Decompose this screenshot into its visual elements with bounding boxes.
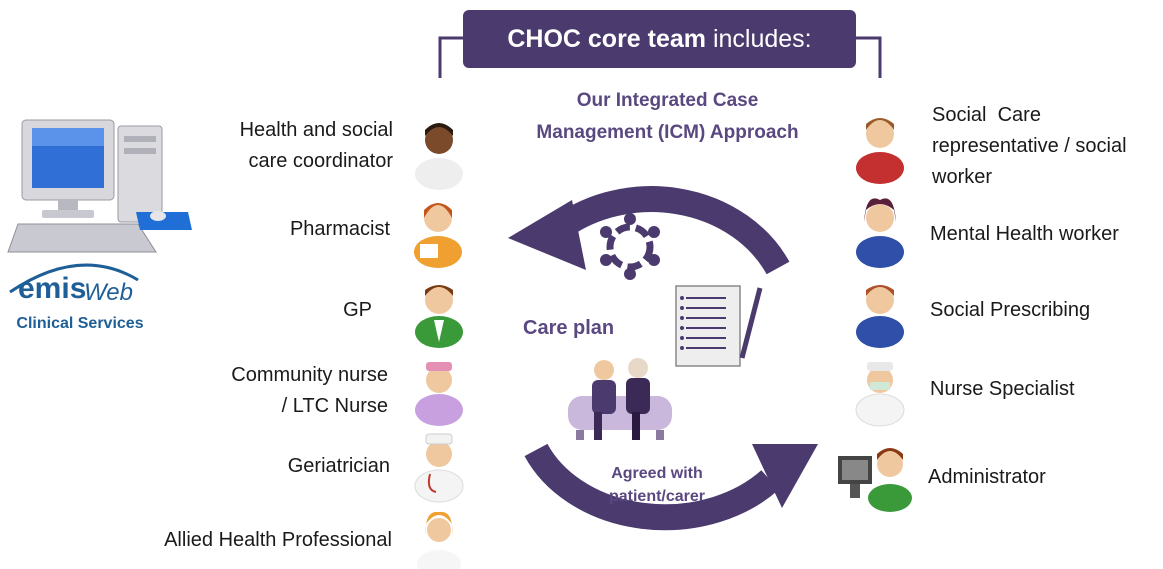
checklist-icon — [675, 285, 763, 367]
social-care-representative-icon — [856, 118, 904, 184]
pharmacist-icon — [414, 203, 462, 268]
agreed-line-2: patient/carer — [608, 488, 706, 505]
care-plan-label: Care plan — [523, 317, 615, 339]
agreed-with-label: Agreed with patient/carer — [592, 462, 722, 508]
role-line: Social Care — [932, 104, 1041, 126]
emis-web-logo: emis Web — [9, 250, 150, 310]
computer-icon — [7, 119, 192, 253]
emis-logo-web: Web — [84, 279, 133, 306]
header-bracket — [438, 36, 882, 78]
header-title-rest: includes: — [706, 25, 812, 53]
role-line: Pharmacist — [289, 218, 390, 240]
header-title-bold: CHOC core team — [507, 25, 707, 53]
role-line: care coordinator — [248, 150, 393, 172]
team-collaboration-icon — [600, 213, 660, 280]
emis-caption: Clinical Services — [16, 315, 144, 332]
role-line: Geriatrician — [287, 455, 390, 477]
role-allied-health-professional: Allied Health Professional — [100, 525, 392, 556]
role-social-prescribing: Social Prescribing — [930, 295, 1150, 326]
allied-health-professional-icon — [417, 511, 461, 569]
role-geriatrician: Geriatrician — [150, 451, 390, 482]
core-team-header: CHOC core team includes: — [463, 10, 856, 68]
role-nurse-specialist: Nurse Specialist — [930, 374, 1150, 405]
couple-on-sofa-icon — [568, 358, 672, 440]
role-line: Social Prescribing — [930, 299, 1091, 321]
nurse-specialist-icon — [855, 362, 905, 427]
gp-icon — [415, 285, 463, 348]
role-administrator: Administrator — [928, 462, 1148, 493]
role-line: Administrator — [928, 466, 1046, 488]
mental-health-worker-icon — [856, 198, 904, 268]
role-social-care-representative: Social Care representative / social work… — [932, 100, 1162, 193]
role-pharmacist: Pharmacist — [150, 214, 390, 245]
role-line: / LTC Nurse — [281, 395, 388, 417]
agreed-line-1: Agreed with — [611, 465, 703, 482]
health-social-care-coordinator-icon — [415, 123, 463, 190]
icm-approach-title: Our Integrated Case Management (ICM) App… — [495, 85, 840, 149]
role-line: worker — [932, 166, 993, 188]
role-line: Health and social — [239, 119, 393, 141]
role-line: Nurse Specialist — [930, 378, 1075, 400]
role-line: Community nurse — [231, 364, 388, 386]
role-line: Allied Health Professional — [164, 529, 392, 551]
bottom-arrow-head — [752, 444, 818, 508]
social-prescribing-icon — [856, 285, 904, 348]
role-line: Mental Health worker — [930, 223, 1119, 245]
top-arrow-head — [508, 200, 586, 270]
role-health-social-care-coordinator: Health and social care coordinator — [150, 115, 393, 177]
role-gp: GP — [150, 295, 372, 326]
community-nurse-icon — [415, 362, 463, 426]
icm-line-1: Our Integrated Case — [576, 90, 759, 111]
role-community-nurse: Community nurse / LTC Nurse — [150, 360, 388, 422]
role-mental-health-worker: Mental Health worker — [930, 219, 1162, 250]
role-line: representative / social — [932, 135, 1127, 157]
icm-line-2: Management (ICM) Approach — [536, 122, 799, 143]
administrator-icon — [838, 448, 912, 512]
role-line: GP — [343, 299, 372, 321]
emis-logo-text: emis — [18, 272, 86, 305]
geriatrician-icon — [414, 433, 464, 503]
